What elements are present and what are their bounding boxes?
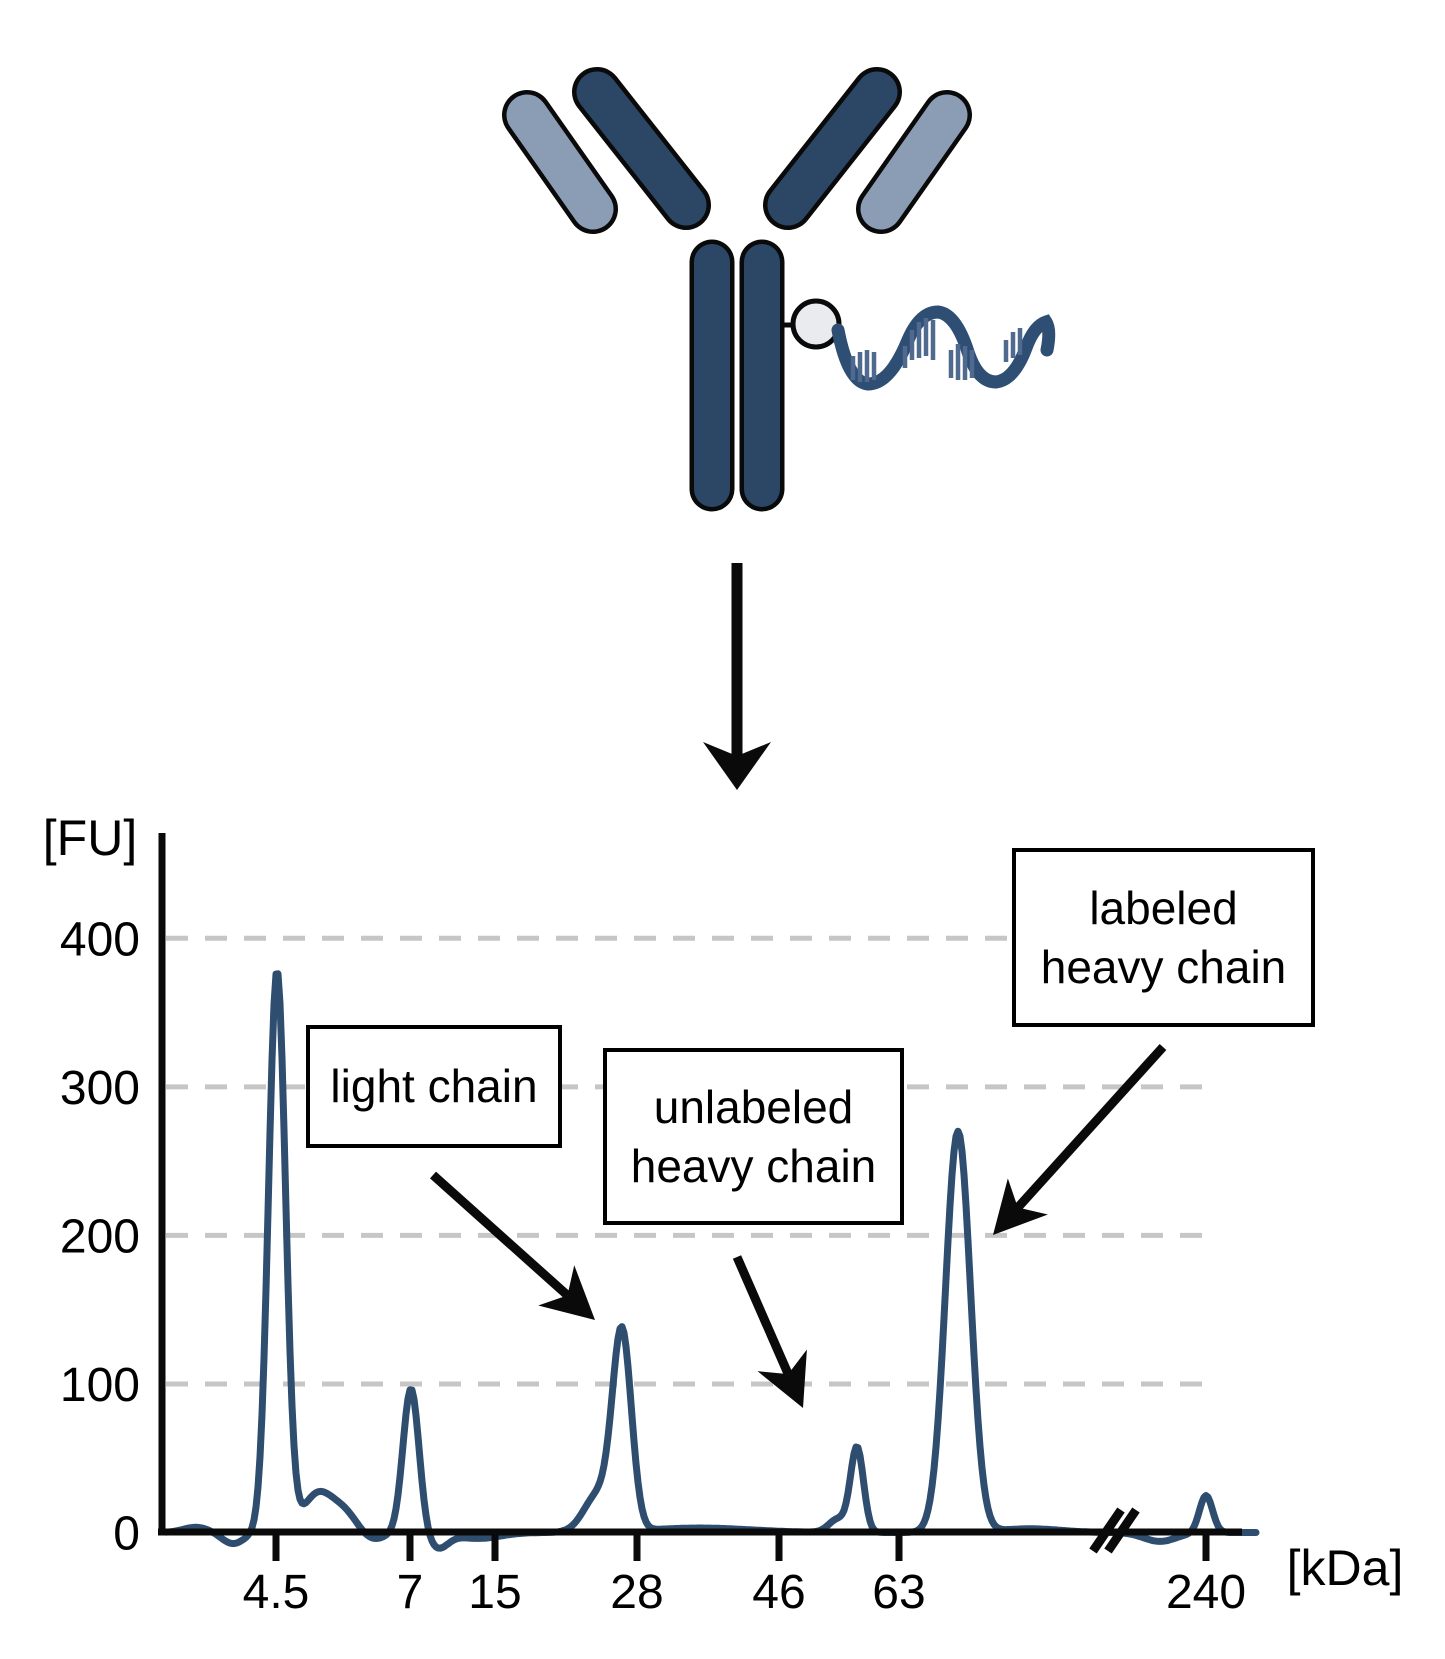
y-tick-label-400: 400 (60, 913, 140, 966)
y-tick-label-0: 0 (113, 1508, 140, 1561)
oligonucleotide-bases-icon (850, 318, 1023, 382)
antibody-light-chain-arms-icon (502, 90, 972, 234)
annotation-label-line: heavy chain (630, 1139, 877, 1192)
annotation-label-line: heavy chain (1040, 940, 1287, 993)
oligonucleotide-strand-icon (831, 305, 1056, 391)
x-tick-label-15: 15 (468, 1566, 521, 1619)
annotation-arrow-line-light-chain (429, 1171, 571, 1299)
x-tick-label-46: 46 (752, 1566, 805, 1619)
annotation-label-line: light chain (330, 1060, 538, 1113)
annotation-box-unlabeled-heavy-chain: unlabeled heavy chain (603, 1048, 904, 1225)
annotation-label-line: labeled (1089, 881, 1238, 934)
annotation-arrow-line-labeled-heavy-chain (1014, 1043, 1167, 1211)
antibody-stems-icon (689, 239, 785, 512)
annotation-arrow-head-labeled-heavy-chain (993, 1178, 1048, 1235)
antibody-oligo-icon (502, 67, 1056, 512)
x-tick-label-63: 63 (872, 1566, 925, 1619)
x-axis-unit-label: [kDa] (1287, 1540, 1404, 1596)
linker-circle-icon (790, 298, 842, 350)
down-arrow-icon (703, 563, 771, 790)
antibody-heavy-chain-arms-icon (572, 67, 902, 230)
y-tick-label-300: 300 (60, 1062, 140, 1115)
chart-axes (158, 833, 1242, 1554)
annotation-arrows (429, 1043, 1167, 1408)
x-tick-label-28: 28 (610, 1566, 663, 1619)
axis-tick-labels: 4.5 7 15 28 46 63 240 0 100 200 300 400 (60, 913, 1246, 1619)
y-tick-label-100: 100 (60, 1359, 140, 1412)
x-axis-break-icon (1089, 1507, 1140, 1554)
annotation-box-labeled-heavy-chain: labeled heavy chain (1012, 848, 1315, 1027)
y-axis-unit-label: [FU] (43, 810, 137, 866)
annotation-arrow-head-light-chain (538, 1265, 595, 1320)
x-tick-label-7: 7 (397, 1566, 424, 1619)
annotation-label-line: unlabeled (653, 1080, 854, 1133)
x-tick-label-240: 240 (1166, 1566, 1246, 1619)
annotation-arrow-head-unlabeled-heavy-chain (757, 1349, 807, 1408)
y-tick-label-200: 200 (60, 1210, 140, 1263)
x-axis-ticks (272, 1532, 1210, 1561)
annotation-arrow-line-unlabeled-heavy-chain (732, 1255, 793, 1376)
annotation-box-light-chain: light chain (306, 1025, 562, 1148)
x-tick-label-4.5: 4.5 (243, 1566, 310, 1619)
